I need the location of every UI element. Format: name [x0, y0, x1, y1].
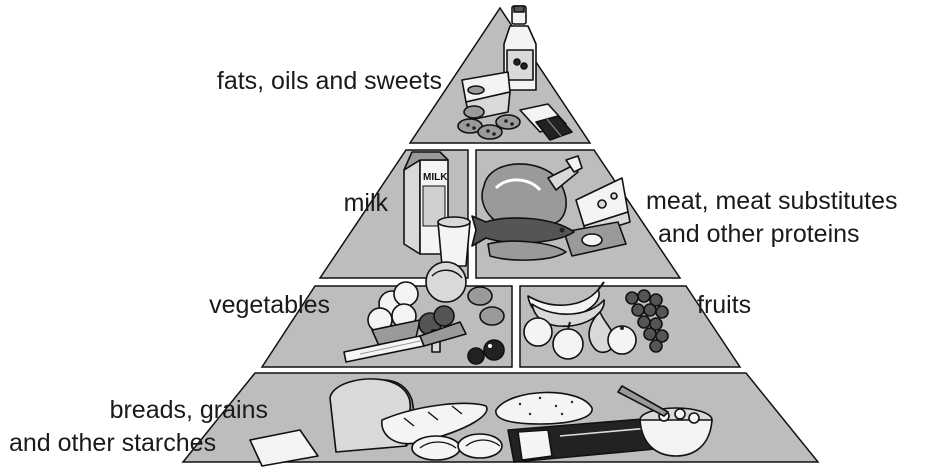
label-breads-line2: and other starches — [9, 428, 216, 458]
yogurt-cup-icon — [438, 217, 470, 266]
cabbage-icon — [426, 262, 466, 302]
label-fats-oils-sweets: fats, oils and sweets — [140, 66, 442, 96]
label-milk: milk — [300, 188, 388, 218]
orange-icon — [608, 326, 636, 354]
label-meat-line1: meat, meat substitutes — [646, 186, 898, 216]
milk-carton-text: MILK — [423, 172, 448, 183]
label-vegetables: vegetables — [150, 290, 330, 320]
label-breads-line1: breads, grains — [20, 395, 268, 425]
label-meat-line2: and other proteins — [658, 219, 860, 249]
label-fruits: fruits — [697, 290, 751, 320]
